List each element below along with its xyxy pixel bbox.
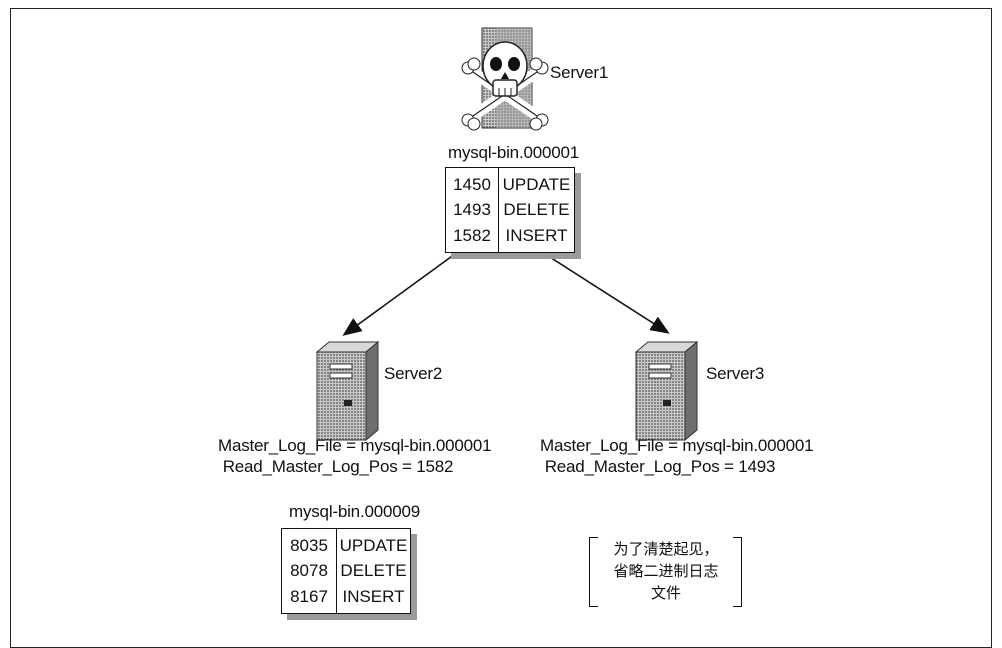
binlog2-table: 8035 8078 8167 UPDATE DELETE INSERT: [281, 528, 411, 614]
omitted-binlog-note: 为了清楚起见， 省略二进制日志 文件: [594, 538, 738, 604]
arrow-to-server2: [342, 253, 456, 336]
binlog2-title: mysql-bin.000009: [289, 502, 420, 521]
binlog1-pos-3: 1582: [453, 225, 491, 245]
server2-label: Server2: [384, 364, 443, 383]
arrow-to-server3: [544, 253, 670, 334]
note-line-2: 省略二进制日志: [613, 562, 719, 580]
binlog1-title: mysql-bin.000001: [448, 143, 579, 162]
binlog2-op-1: UPDATE: [339, 536, 408, 556]
note-line-1: 为了清楚起见，: [613, 540, 719, 558]
note-line-3: 文件: [650, 584, 681, 602]
server3-master-log-file: Master_Log_File = mysql-bin.000001: [540, 436, 814, 455]
server2-master-log-file: Master_Log_File = mysql-bin.000001: [218, 436, 492, 455]
binlog2-pos-3: 8167: [290, 586, 328, 606]
binlog1-op-2: DELETE: [503, 200, 570, 220]
binlog2-op-2: DELETE: [340, 561, 407, 581]
server2-read-master-log-pos: Read_Master_Log_Pos = 1582: [222, 457, 454, 476]
skull-server-icon: [461, 27, 549, 131]
server3-read-master-log-pos: Read_Master_Log_Pos = 1493: [544, 457, 776, 476]
binlog2-op-3: INSERT: [342, 586, 405, 606]
server2-tower-icon: [315, 340, 380, 442]
server1-label: Server1: [550, 63, 609, 82]
server3-tower-icon: [634, 340, 699, 442]
binlog1-table: 1450 1493 1582 UPDATE DELETE INSERT: [445, 167, 575, 253]
note-right-bracket: [733, 537, 742, 607]
binlog1-op-3: INSERT: [505, 225, 568, 245]
binlog1-op-1: UPDATE: [502, 175, 571, 195]
note-left-bracket: [589, 537, 598, 607]
binlog2-pos-2: 8078: [290, 561, 328, 581]
server3-label: Server3: [706, 364, 765, 383]
binlog1-pos-1: 1450: [453, 175, 491, 195]
binlog1-pos-2: 1493: [453, 200, 491, 220]
binlog2-pos-1: 8035: [290, 536, 328, 556]
